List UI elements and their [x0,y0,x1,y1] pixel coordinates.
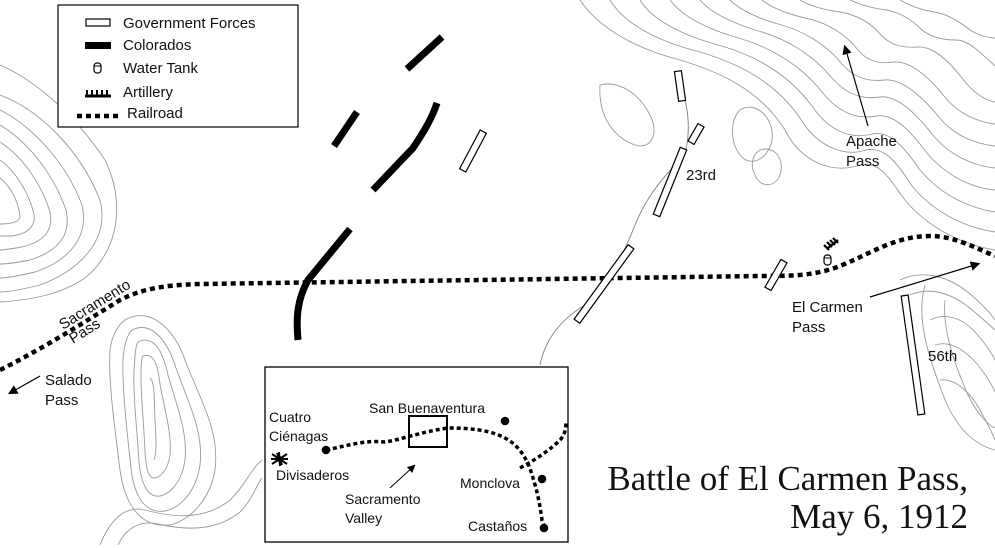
inset-divisaderos-label: Divisaderos [276,467,349,483]
inset-sacramento-valley-label-1: Sacramento [345,491,421,507]
colorados-line-2 [331,110,360,148]
legend-railroad-label: Railroad [127,105,183,122]
inset-cuatro-label-1: Cuatro [269,409,311,425]
inset-sacramento-valley-label-2: Valley [345,510,382,526]
legend-artillery-icon [85,90,111,98]
inset-railroad-branch [519,421,568,470]
gov-unit-6 [764,258,788,292]
city-castanos-dot [539,523,549,533]
inset-san-buenaventura-label: San Buenaventura [369,400,485,416]
terrain-contours-northeast [579,0,995,251]
water-tank-icon [823,254,832,266]
legend-government-label: Government Forces [123,15,256,32]
gov-unit-1 [458,129,488,173]
legend-colorados-symbol [85,42,111,49]
legend-artillery-label: Artillery [123,84,174,101]
artillery-icon [823,237,839,251]
city-monclova-dot [537,474,547,484]
apache-pass-label-1: Apache [846,133,897,150]
el-carmen-pass-label-2: Pass [792,319,825,336]
trail [539,99,689,366]
gov-unit-3 [687,122,705,146]
legend-water-tank-label: Water Tank [123,60,199,77]
unit-56th-label: 56th [928,348,957,365]
gov-unit-4 [652,146,688,218]
terrain-contours-southeast [899,274,995,451]
legend-colorados-label: Colorados [123,37,191,54]
apache-pass-label-2: Pass [846,153,879,170]
gov-unit-56th [900,294,926,416]
gov-unit-5 [573,243,635,325]
battle-star-icon [271,451,288,467]
el-carmen-pass-arrow [869,261,981,298]
salado-pass-label-1: Salado [45,372,92,389]
colorados-line-4 [293,226,353,341]
el-carmen-pass-label-1: El Carmen [792,299,863,316]
city-cuatro-cienagas-dot [321,445,331,455]
gov-unit-2 [673,69,687,103]
terrain-contours-south [99,315,263,546]
terrain-contours-west [0,64,118,303]
unit-23rd-label: 23rd [686,167,716,184]
inset-monclova-label: Monclova [460,475,520,491]
inset-castanos-label: Castaños [468,518,527,534]
legend-water-tank-icon [93,62,102,74]
colorados-lines [293,34,445,341]
inset-sacramento-valley-box [408,415,448,448]
salado-pass-arrow [7,375,41,395]
salado-pass-label-2: Pass [45,392,78,409]
government-forces [458,69,926,416]
city-san-buenaventura-dot [500,416,510,426]
colorados-line-3 [370,101,441,193]
inset-cuatro-label-2: Ciénagas [269,428,328,444]
inset-map: Cuatro Ciénagas San Buenaventura Divisad… [264,366,569,543]
map-title-line-2: May 6, 1912 [790,497,968,536]
inset-valley-arrow [389,464,416,489]
colorados-line-1 [404,34,445,72]
apache-pass-arrow [842,44,869,127]
legend-government-symbol [85,18,111,27]
inset-railroad [325,426,547,529]
map-title-line-1: Battle of El Carmen Pass, [607,459,968,498]
legend: Government Forces Colorados Water Tank A… [57,4,299,128]
railroad-line [0,233,995,373]
